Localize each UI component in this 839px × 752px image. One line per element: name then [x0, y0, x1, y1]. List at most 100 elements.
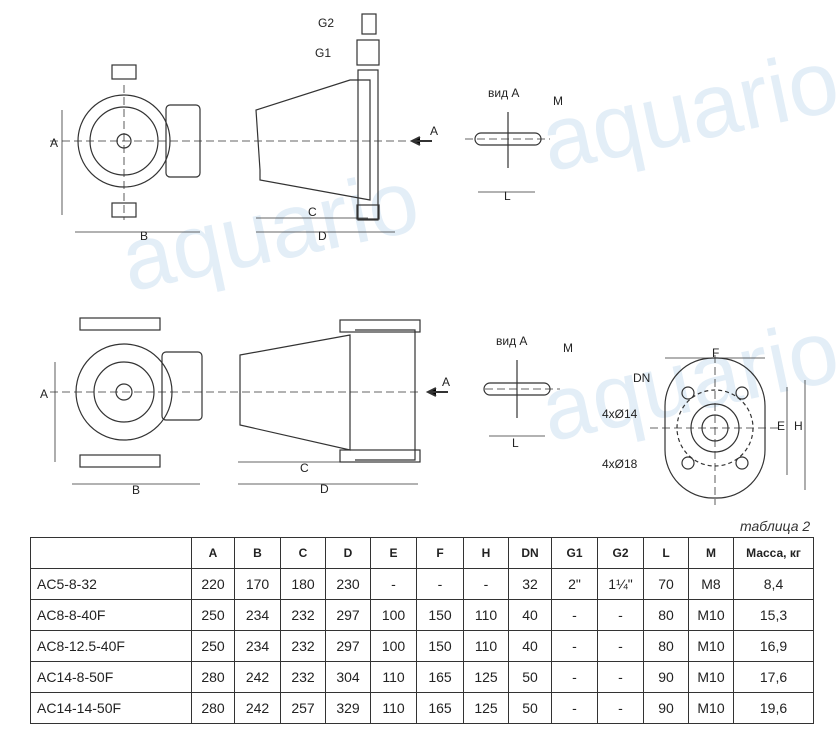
model-cell: AC14-8-50F — [30, 661, 192, 693]
dim-h: H — [794, 419, 803, 433]
model-cell: AC5-8-32 — [30, 568, 192, 600]
value-cell: 165 — [416, 661, 464, 693]
header-cell: A — [191, 537, 235, 569]
pump-outlines — [75, 13, 766, 499]
value-cell: 40 — [508, 599, 552, 631]
value-cell: 297 — [325, 599, 371, 631]
value-cell: 150 — [416, 630, 464, 662]
value-cell: 250 — [191, 599, 235, 631]
value-cell: 17,6 — [733, 661, 814, 693]
dim-holes-18: 4xØ18 — [602, 457, 638, 471]
value-cell: 90 — [643, 661, 689, 693]
dim-holes-14: 4xØ14 — [602, 407, 638, 421]
value-cell: 50 — [508, 692, 552, 724]
value-cell: 40 — [508, 630, 552, 662]
value-cell: M10 — [688, 661, 734, 693]
value-cell: 257 — [280, 692, 326, 724]
value-cell: 230 — [325, 568, 371, 600]
dim-l: L — [512, 436, 519, 450]
flow-arrow-label: A — [442, 375, 450, 389]
value-cell: M10 — [688, 630, 734, 662]
dim-b: B — [132, 483, 140, 497]
header-cell: H — [463, 537, 509, 569]
center-lines — [50, 85, 780, 505]
value-cell: 180 — [280, 568, 326, 600]
header-cell: L — [643, 537, 689, 569]
value-cell: 234 — [234, 630, 281, 662]
value-cell: 220 — [191, 568, 235, 600]
value-cell: M10 — [688, 692, 734, 724]
value-cell: 32 — [508, 568, 552, 600]
model-cell: AC8-8-40F — [30, 599, 192, 631]
value-cell: 125 — [463, 661, 509, 693]
dim-m: M — [563, 341, 573, 355]
dim-m: M — [553, 94, 563, 108]
value-cell: 329 — [325, 692, 371, 724]
value-cell: 8,4 — [733, 568, 814, 600]
value-cell: 100 — [370, 630, 417, 662]
value-cell: 232 — [280, 661, 326, 693]
value-cell: - — [370, 568, 417, 600]
value-cell: 280 — [191, 692, 235, 724]
header-cell: M — [688, 537, 734, 569]
value-cell: 170 — [234, 568, 281, 600]
view-a-label: вид А — [488, 86, 519, 100]
value-cell: 150 — [416, 599, 464, 631]
value-cell: 297 — [325, 630, 371, 662]
dim-g2: G2 — [318, 16, 334, 30]
value-cell: 19,6 — [733, 692, 814, 724]
header-cell: E — [370, 537, 417, 569]
header-cell: F — [416, 537, 464, 569]
value-cell: - — [551, 630, 598, 662]
value-cell: 165 — [416, 692, 464, 724]
value-cell: - — [597, 599, 644, 631]
value-cell: 50 — [508, 661, 552, 693]
value-cell: M8 — [688, 568, 734, 600]
dimension-labels: A B C D G2 G1 вид А M L A A B C D вид А … — [40, 16, 803, 497]
value-cell: 100 — [370, 599, 417, 631]
header-cell: C — [280, 537, 326, 569]
dim-g1: G1 — [315, 46, 331, 60]
flow-arrow-label: A — [430, 124, 438, 138]
dimension-lines — [54, 110, 806, 490]
table-caption: таблица 2 — [740, 518, 811, 534]
value-cell: 250 — [191, 630, 235, 662]
value-cell: - — [551, 661, 598, 693]
value-cell: 2" — [551, 568, 598, 600]
value-cell: 70 — [643, 568, 689, 600]
dimensions-table: A B C D E F H DN G1 G2 L M Масса, кг AC5… — [30, 537, 814, 724]
value-cell: 15,3 — [733, 599, 814, 631]
dim-a: A — [50, 136, 58, 150]
dim-d: D — [318, 229, 327, 243]
value-cell: 125 — [463, 692, 509, 724]
dim-e: E — [777, 419, 785, 433]
value-cell: - — [597, 661, 644, 693]
value-cell: - — [463, 568, 509, 600]
value-cell: 232 — [280, 599, 326, 631]
table-header-row: A B C D E F H DN G1 G2 L M Масса, кг — [30, 537, 814, 569]
header-cell: G2 — [597, 537, 644, 569]
value-cell: 80 — [643, 630, 689, 662]
value-cell: 110 — [463, 630, 509, 662]
value-cell: - — [597, 692, 644, 724]
header-cell: Масса, кг — [733, 537, 814, 569]
value-cell: - — [551, 692, 598, 724]
technical-drawing: A B C D G2 G1 вид А M L A A B C D вид А … — [40, 13, 806, 505]
dim-l: L — [504, 189, 511, 203]
dim-c: C — [308, 205, 317, 219]
dim-b: B — [140, 229, 148, 243]
value-cell: 280 — [191, 661, 235, 693]
dim-dn: DN — [633, 371, 650, 385]
view-a-label: вид А — [496, 334, 527, 348]
value-cell: M10 — [688, 599, 734, 631]
value-cell: - — [597, 630, 644, 662]
dim-d: D — [320, 482, 329, 496]
value-cell: - — [551, 599, 598, 631]
header-cell: G1 — [551, 537, 598, 569]
header-cell: DN — [508, 537, 552, 569]
